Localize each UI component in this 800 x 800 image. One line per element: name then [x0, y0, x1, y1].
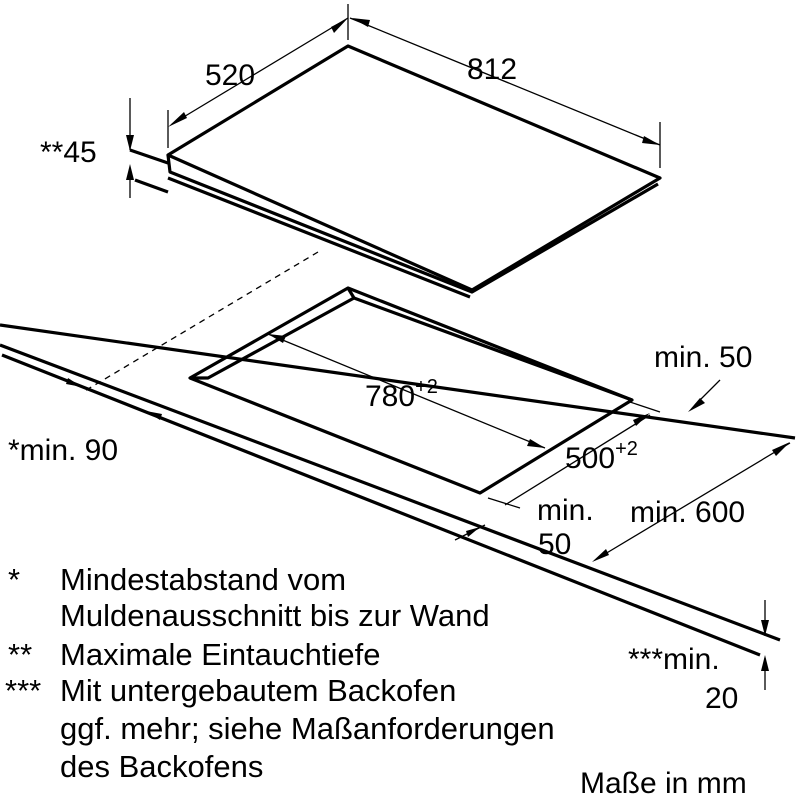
- legend-text-3b: ggf. mehr; siehe Maßanforderungen: [60, 711, 555, 746]
- insertion-depth-label: **45: [40, 136, 97, 169]
- cutout-width-tolerance: +2: [415, 376, 438, 398]
- legend-text-3c: des Backofens: [60, 749, 263, 784]
- legend-marker-3: ***: [5, 673, 41, 708]
- legend-text-2: Maximale Eintauchtiefe: [60, 637, 381, 672]
- legend-text-3a: Mit untergebautem Backofen: [60, 673, 456, 708]
- cutout-depth-value: 500: [565, 442, 615, 475]
- min-wall-label: *min. 90: [8, 434, 118, 467]
- min-front-label-line1: min.: [537, 494, 594, 527]
- min-depth-600-label: min. 600: [630, 496, 745, 529]
- min-right-label: min. 50: [654, 341, 752, 374]
- cutout-width-value: 780: [365, 380, 415, 413]
- cutout-width-label: 780+2: [365, 376, 438, 413]
- legend-text-1b: Muldenausschnitt bis zur Wand: [60, 598, 490, 633]
- min-below-label-line2: 20: [705, 682, 738, 715]
- min-front-label-line2: 50: [538, 528, 571, 561]
- min-below-label-line1: ***min.: [628, 643, 720, 676]
- hob-width-label: 812: [467, 53, 517, 86]
- hob-depth-label: 520: [205, 59, 255, 92]
- units-note: Maße in mm: [580, 767, 747, 800]
- hob-drawing: [129, 44, 662, 299]
- legend-marker-1: *: [8, 562, 20, 597]
- legend: * Mindestabstand vom Muldenausschnitt bi…: [5, 562, 555, 784]
- cutout-depth-label: 500+2: [565, 438, 638, 475]
- hob-dimension-lines: [126, 4, 661, 198]
- legend-text-1a: Mindestabstand vom: [60, 562, 346, 597]
- worktop-drawing: [0, 251, 796, 657]
- cutout-depth-tolerance: +2: [615, 438, 638, 460]
- cutout-dimension-lines: [59, 333, 791, 690]
- legend-marker-2: **: [8, 637, 32, 672]
